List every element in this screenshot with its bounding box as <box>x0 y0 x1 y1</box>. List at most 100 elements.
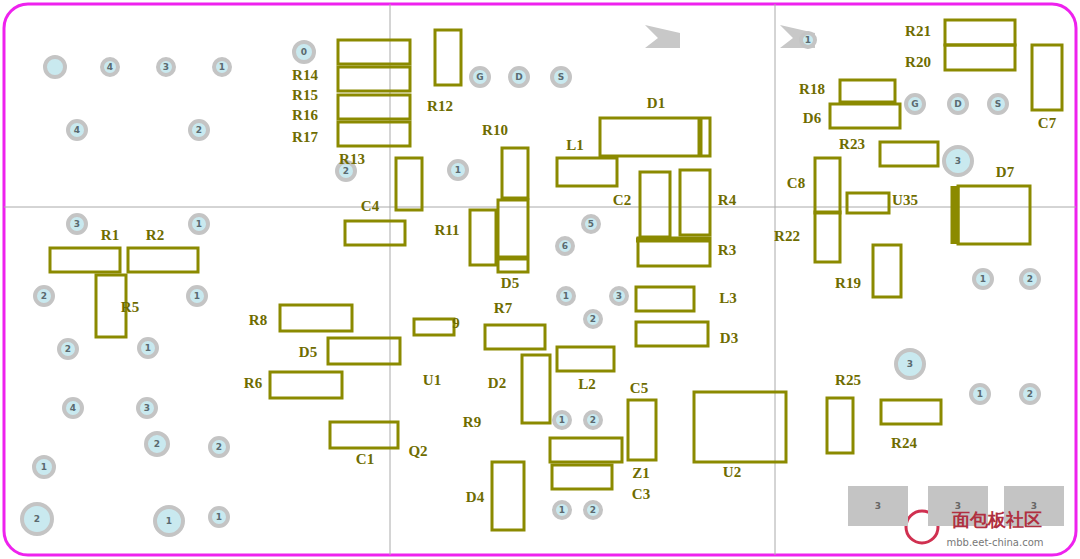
pin-number: 2 <box>216 442 222 452</box>
ref-designator: R22 <box>774 228 800 245</box>
component-outline <box>502 148 528 198</box>
smd-pad: 3 <box>848 486 908 526</box>
ref-designator: D7 <box>996 164 1014 181</box>
component-outline <box>557 158 617 186</box>
component-outline <box>1032 45 1062 110</box>
component-outline <box>128 248 198 272</box>
through-hole-pad: 3 <box>894 348 926 380</box>
pin-number: 1 <box>559 415 565 425</box>
component-outline <box>328 338 400 364</box>
component-outline <box>338 95 410 119</box>
ref-designator: R9 <box>463 414 481 431</box>
component-outline <box>492 462 524 530</box>
through-hole-pad: 1 <box>153 505 185 537</box>
ref-designator: R15 <box>292 87 318 104</box>
pin-number: 2 <box>590 314 596 324</box>
ref-designator: R10 <box>482 122 508 139</box>
pad <box>45 57 65 77</box>
component-outline <box>552 465 612 489</box>
ref-designator: L3 <box>719 290 737 307</box>
ref-designator: D1 <box>647 95 665 112</box>
through-hole-pad: 1 <box>556 286 576 306</box>
ref-designator: L2 <box>578 376 596 393</box>
pin-number: 2 <box>41 291 47 301</box>
through-hole-pad: 3 <box>609 286 629 306</box>
through-hole-pad: 1 <box>212 57 232 77</box>
through-hole-pad: 2 <box>583 309 603 329</box>
pin-number: 1 <box>977 389 983 399</box>
component-outline <box>396 158 422 210</box>
component-outline <box>815 158 840 213</box>
component-outline <box>628 400 656 460</box>
ref-designator: R4 <box>718 192 736 209</box>
component-outline <box>330 422 398 448</box>
ref-designator: R2 <box>146 227 164 244</box>
pin-number: 3 <box>616 291 622 301</box>
component-outline <box>50 248 120 272</box>
component-outline <box>522 355 550 423</box>
component-outline <box>338 122 410 146</box>
through-hole-pad: 2 <box>188 119 210 141</box>
ref-designator: U2 <box>723 464 741 481</box>
component-outline <box>945 45 1015 70</box>
ref-designator: C2 <box>613 192 631 209</box>
ref-designator: R8 <box>249 312 267 329</box>
through-hole-pad: 4 <box>100 57 120 77</box>
through-hole-pad: 6 <box>555 236 575 256</box>
through-hole-pad: 3 <box>66 213 88 235</box>
component-outline <box>945 20 1015 45</box>
pin-number: G <box>476 72 483 82</box>
component-outline <box>414 319 454 335</box>
component-outline <box>270 372 342 398</box>
polarity-bar <box>636 238 710 243</box>
pin-number: 2 <box>1027 389 1033 399</box>
pin-number: G <box>911 99 918 109</box>
pin-number: 1 <box>166 516 172 526</box>
component-outline <box>600 118 710 156</box>
pin-number: S <box>558 72 564 82</box>
component-outline <box>498 200 528 272</box>
through-hole-pad: 3 <box>136 397 158 419</box>
pin-number: 1 <box>196 219 202 229</box>
component-outline <box>680 170 710 235</box>
pin-number: 2 <box>154 439 160 449</box>
component-outline <box>694 392 786 462</box>
component-outline <box>881 400 941 424</box>
through-hole-pad: 3 <box>156 57 176 77</box>
fiducial-mark <box>645 25 815 48</box>
component-outline <box>815 212 840 262</box>
through-hole-pad: 1 <box>799 31 817 49</box>
component-outline <box>550 438 622 462</box>
pin-number: 1 <box>805 35 811 45</box>
ref-designator: C7 <box>1038 115 1056 132</box>
component-outline <box>636 287 694 311</box>
through-hole-pad: G <box>469 66 491 88</box>
through-hole-pad: 2 <box>1019 268 1041 290</box>
component-outline <box>338 40 410 64</box>
ref-designator: R1 <box>101 227 119 244</box>
through-hole-pad: 2 <box>144 431 170 457</box>
through-hole-pad: D <box>508 66 530 88</box>
component-outline <box>636 322 708 346</box>
through-hole-pad: 4 <box>62 397 84 419</box>
pin-number: 1 <box>563 291 569 301</box>
through-hole-pad: 2 <box>33 285 55 307</box>
through-hole-pad: 1 <box>972 268 994 290</box>
pin-number: 2 <box>65 344 71 354</box>
pin-number: 4 <box>107 62 113 72</box>
through-hole-pad: 2 <box>57 338 79 360</box>
ref-designator: Q2 <box>408 443 427 460</box>
pin-number: 2 <box>196 125 202 135</box>
pin-number: 1 <box>219 62 225 72</box>
ref-designator: R6 <box>244 375 262 392</box>
pin-number: 3 <box>907 359 913 369</box>
through-hole-pad: 1 <box>32 455 56 479</box>
through-hole-pad: 0 <box>292 40 316 64</box>
ref-designator: D5 <box>501 275 519 292</box>
pin-number: 2 <box>590 415 596 425</box>
component-outline <box>557 347 614 371</box>
through-hole-pad: 2 <box>1019 383 1041 405</box>
component-outline <box>830 104 900 128</box>
ref-designator: Z1 <box>632 465 650 482</box>
